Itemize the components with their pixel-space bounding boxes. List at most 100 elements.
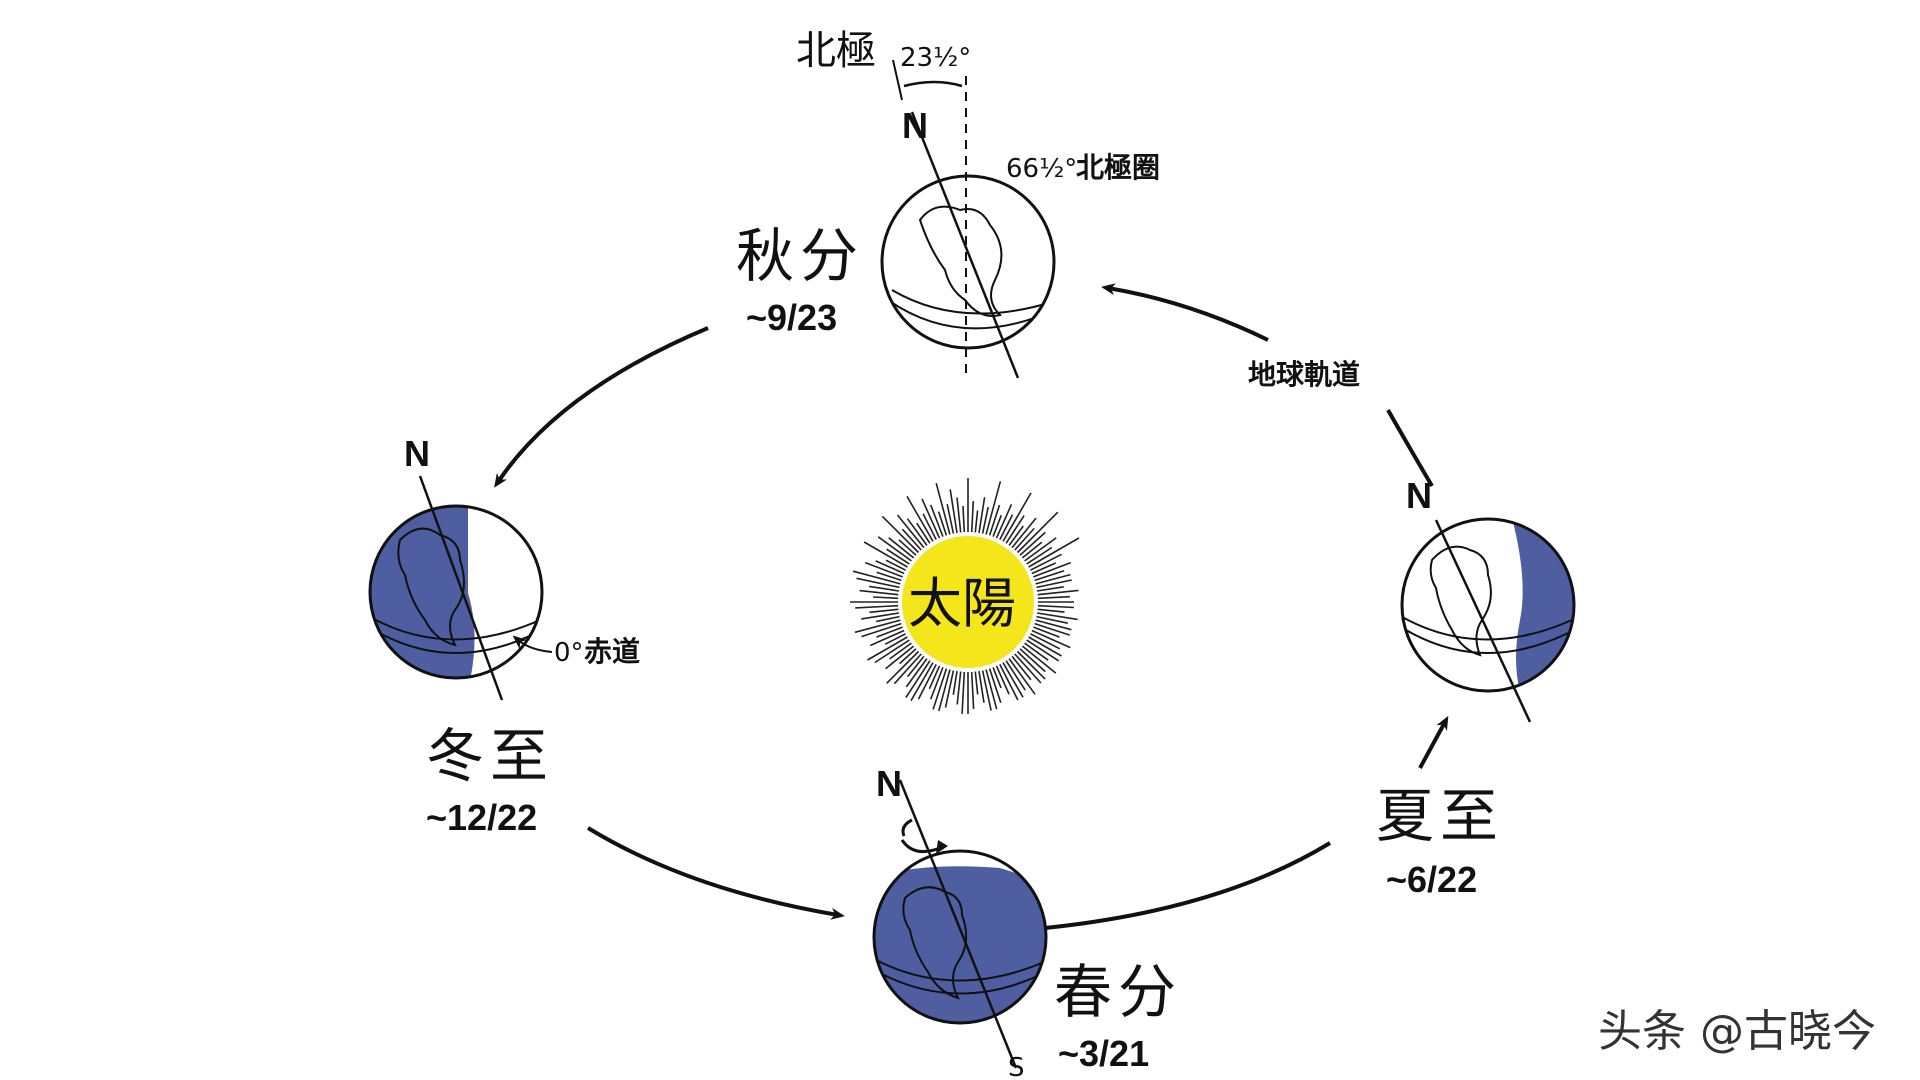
sun-ray	[1008, 525, 1024, 546]
sun-ray	[886, 548, 910, 565]
season-autumn-date: ~9/23	[746, 297, 837, 338]
season-summer-name: 夏至	[1376, 782, 1504, 850]
sun-ray	[1019, 531, 1046, 556]
sun-ray	[1005, 660, 1026, 691]
season-spring-date: ~3/21	[1058, 1033, 1149, 1074]
sun-ray	[888, 537, 915, 559]
north-marker-autumn: N	[902, 105, 928, 146]
arctic-circle-degree: 66½°	[1006, 154, 1077, 184]
sun-ray	[1034, 622, 1071, 636]
watermark: 头条 @古晓今	[1598, 1006, 1876, 1057]
sun-ray	[978, 670, 985, 703]
sun-ray	[874, 639, 910, 664]
orbit-arrow-autumn-to-winter	[494, 326, 709, 488]
sun-ray	[906, 518, 928, 546]
sun-ray	[1028, 537, 1080, 568]
sun-disc	[902, 536, 1034, 668]
sun-ray	[1008, 658, 1036, 695]
sun-ray	[910, 662, 934, 702]
sun-ray	[863, 541, 908, 568]
sun-ray	[1035, 573, 1071, 585]
sun-ray	[885, 559, 906, 571]
sun-ray	[856, 577, 900, 589]
axial-tilt-label: 23½°	[900, 43, 971, 73]
sun-ray	[981, 506, 989, 534]
sun-ray	[944, 670, 955, 708]
sun-ray	[877, 536, 912, 562]
sun-ray	[855, 604, 899, 609]
sun-ray	[905, 660, 931, 699]
sun-ray	[852, 570, 901, 585]
sun-ray	[970, 671, 975, 709]
sun-ray	[1037, 595, 1070, 600]
sun-ray	[876, 571, 902, 582]
sun-ray	[985, 481, 1002, 535]
sun-ray	[921, 498, 941, 539]
sun-ray	[1016, 650, 1046, 680]
sun-ray	[988, 668, 1002, 704]
equator-label: 赤道	[584, 635, 640, 668]
south-marker-spring: S	[1008, 1053, 1025, 1080]
sun-ray	[1033, 626, 1060, 638]
sun-ray	[861, 622, 902, 638]
sun-ray	[956, 671, 962, 705]
sun-ray	[875, 615, 900, 623]
sun-ray	[854, 619, 901, 634]
sun-ray	[865, 561, 903, 578]
sun-ray	[999, 664, 1019, 701]
north-marker-winter: N	[404, 433, 430, 474]
sun-icon	[850, 478, 1080, 714]
sun-ray	[1014, 653, 1042, 684]
sun-ray	[929, 504, 944, 537]
sun-ray	[869, 629, 905, 647]
sun-ray	[889, 642, 912, 660]
sun-ray	[952, 670, 958, 695]
season-spring-name: 春分	[1054, 958, 1182, 1026]
north-marker-spring: N	[876, 763, 902, 804]
sun-ray	[1021, 645, 1057, 674]
sun-ray	[1019, 648, 1046, 673]
orbit-arrow-to-autumn	[1101, 283, 1269, 342]
sun-ray	[884, 633, 906, 645]
sun-ray	[867, 636, 908, 661]
sun-ray	[905, 658, 928, 688]
equator-degree: 0°	[554, 638, 584, 668]
sun-ray	[1002, 662, 1024, 698]
sun-ray	[985, 669, 998, 710]
sun-ray	[916, 522, 931, 544]
sun-ray	[906, 655, 925, 678]
sun-ray	[893, 653, 922, 685]
earth-globe-icon	[368, 475, 553, 701]
sun-ray	[956, 497, 962, 533]
season-winter-name: 冬至	[426, 722, 554, 790]
sun-ray	[896, 514, 925, 549]
sun-ray	[1031, 562, 1057, 575]
orbit-arrow-summer-to-label	[1386, 409, 1434, 488]
sun-ray	[1011, 655, 1032, 681]
sun-ray	[922, 513, 937, 540]
sun-ray	[898, 539, 917, 556]
sun-ray	[1031, 629, 1071, 649]
sun-ray	[861, 612, 900, 620]
sun-ray	[1036, 612, 1078, 621]
sun-ray	[999, 514, 1014, 540]
sun-ray	[974, 671, 979, 695]
sun-ray	[974, 510, 979, 533]
sun-ray	[988, 504, 1001, 536]
sun-ray	[1024, 642, 1049, 661]
sun-ray	[978, 497, 986, 534]
sun-ray	[1002, 492, 1032, 542]
sun-ray	[946, 504, 955, 534]
sun-ray	[992, 667, 1002, 689]
sun-ray	[929, 667, 944, 700]
sun-ray	[1037, 589, 1079, 596]
earth-globe-icon	[872, 779, 1048, 1069]
sun-ray	[995, 665, 1010, 695]
sun-ray	[873, 596, 899, 600]
sun-ray	[1034, 570, 1065, 582]
season-winter-date: ~12/22	[426, 797, 537, 838]
sun-ray	[970, 501, 975, 533]
season-autumn-name: 秋分	[736, 222, 864, 290]
